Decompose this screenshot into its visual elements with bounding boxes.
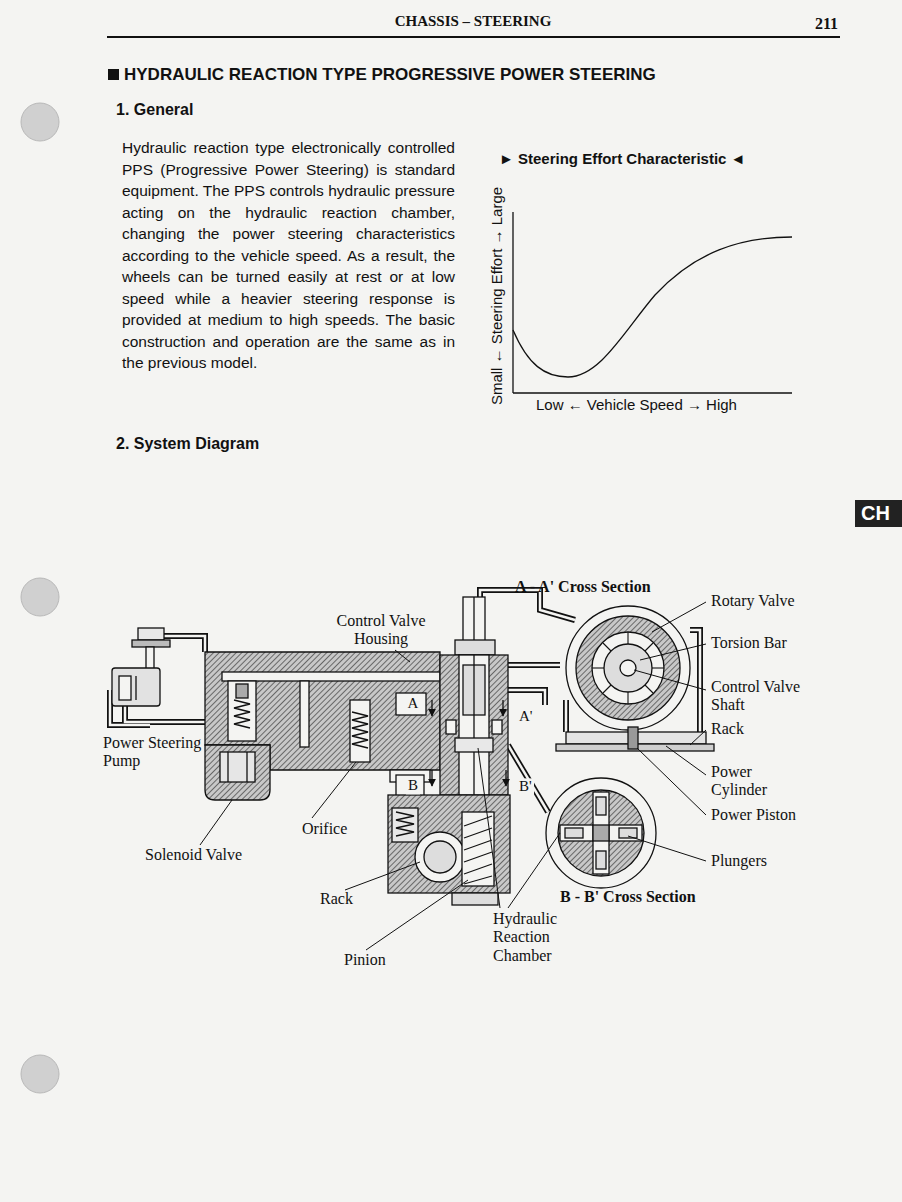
part-label: Power Piston (711, 806, 796, 824)
part-label: Rotary Valve (711, 592, 795, 610)
plunger-section (546, 778, 656, 888)
page-title: HYDRAULIC REACTION TYPE PROGRESSIVE POWE… (124, 65, 656, 85)
solenoid-valve (205, 745, 270, 800)
rotary-valve-section (566, 606, 690, 730)
part-label: Orifice (302, 820, 347, 838)
body-text: Hydraulic reaction type electronically c… (122, 137, 455, 374)
page-header: CHASSIS – STEERING (395, 13, 552, 30)
section-mark: A' (517, 708, 535, 725)
part-label: Pinion (344, 951, 386, 969)
control-valve (440, 597, 508, 795)
power-cylinder (556, 727, 714, 751)
leader-line (200, 602, 706, 950)
view-title: A - A' Cross Section (515, 578, 651, 596)
section-tab: CH (855, 500, 902, 527)
effort-chart (513, 212, 792, 393)
binder-hole (21, 103, 59, 1093)
pump (112, 628, 170, 706)
part-label: Solenoid Valve (145, 846, 242, 864)
chart-title: ► Steering Effort Characteristic ◄ (499, 150, 745, 167)
part-label: Power Cylinder (711, 763, 785, 800)
view-title: B - B' Cross Section (560, 888, 696, 906)
axis-label: Small ← Steering Effort → Large (488, 187, 505, 405)
section-mark: A (406, 695, 421, 712)
part-label: Torsion Bar (711, 634, 787, 652)
part-label: Rack (711, 720, 744, 738)
section-arrow (432, 700, 506, 786)
tab-text: CH (861, 502, 896, 525)
part-label: Hydraulic Reaction Chamber (493, 910, 575, 965)
part-label: Power Steering Pump (103, 734, 221, 771)
section-mark: B (406, 777, 420, 794)
page-number: 211 (815, 15, 838, 33)
valve-housing (205, 652, 440, 797)
axis-label: Low ← Vehicle Speed → High (536, 396, 737, 413)
part-label: Control Valve Housing (325, 612, 437, 649)
section-mark: B' (517, 778, 534, 795)
header-rule (107, 36, 840, 38)
part-label: Rack (320, 890, 353, 908)
section-heading: 2. System Diagram (116, 435, 259, 453)
part-label: Control Valve Shaft (711, 678, 819, 715)
part-label: Plungers (711, 852, 767, 870)
section-heading: 1. General (116, 101, 193, 119)
title-bullet (108, 69, 119, 80)
